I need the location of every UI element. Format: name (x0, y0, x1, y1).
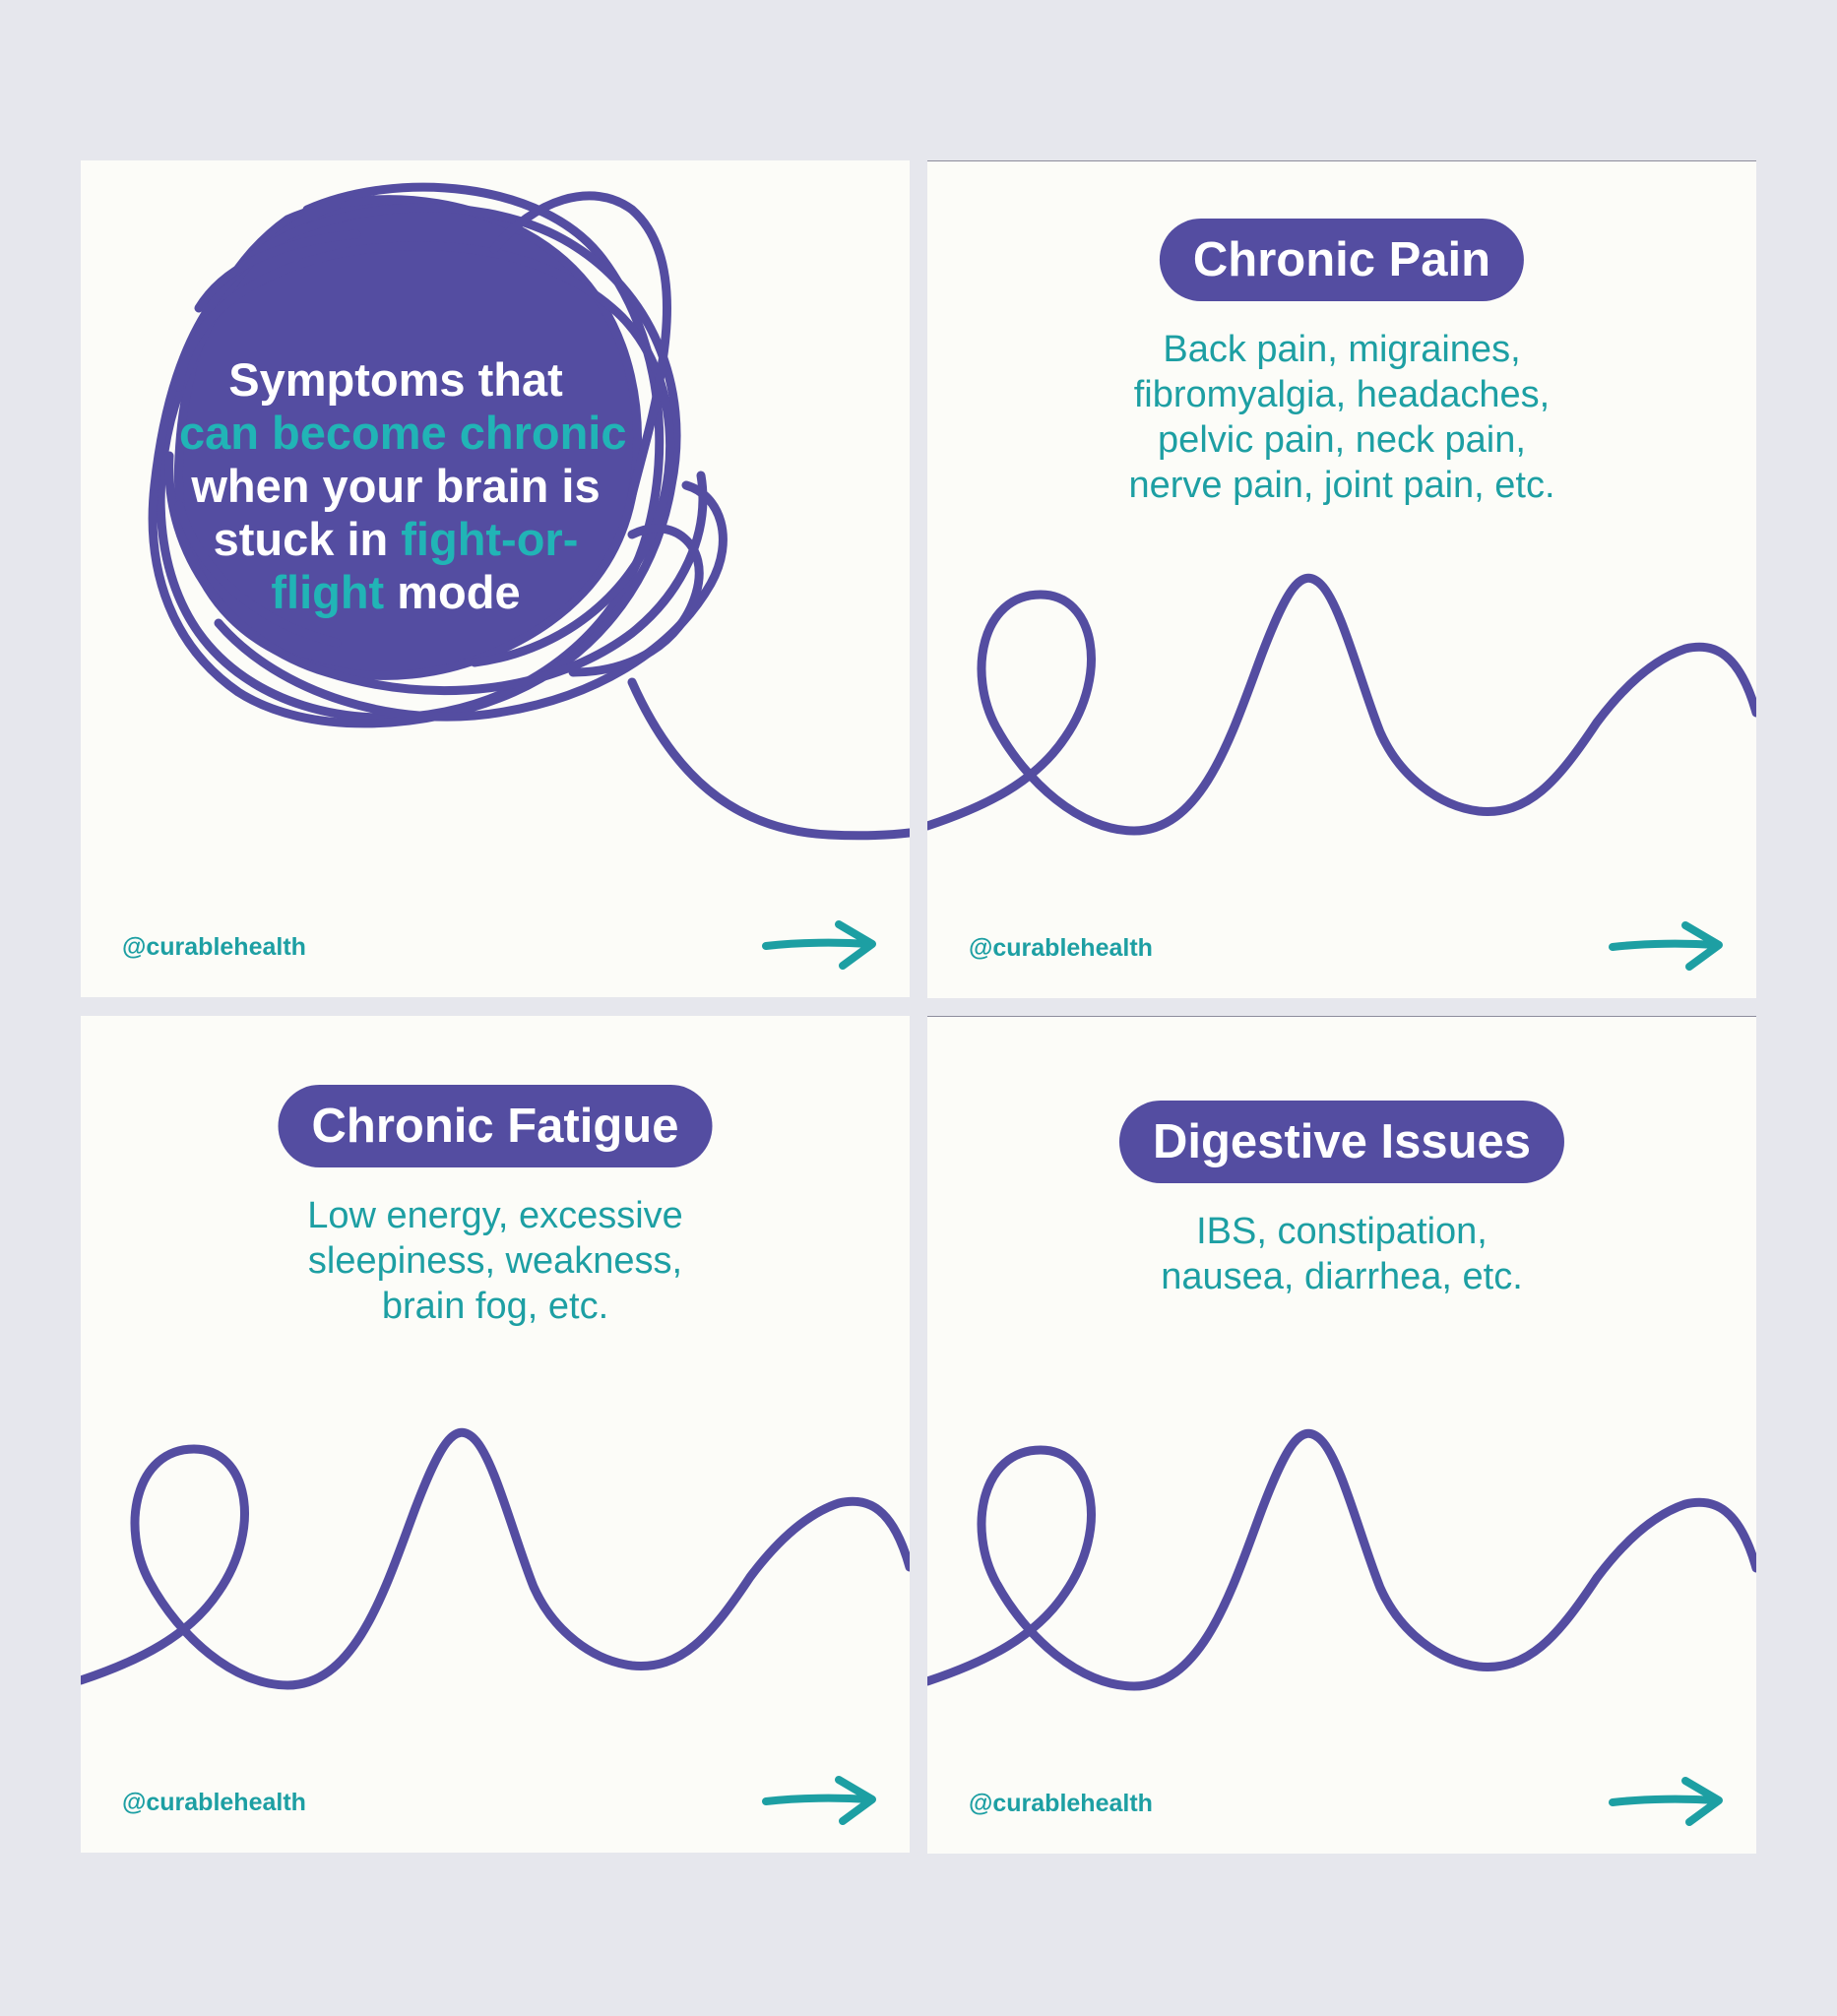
squiggle-line-icon (927, 573, 1756, 836)
intro-line-5-highlight: flight (271, 566, 385, 618)
card-description: IBS, constipation, nausea, diarrhea, etc… (927, 1209, 1756, 1299)
chronic-fatigue-card: Chronic Fatigue Low energy, excessive sl… (81, 1016, 910, 1853)
arrow-right-icon[interactable] (1607, 1773, 1727, 1828)
intro-line-4: stuck in fight-or- (179, 513, 612, 566)
chronic-pain-card: Chronic Pain Back pain, migraines, fibro… (927, 160, 1756, 998)
social-handle: @curablehealth (969, 1790, 1153, 1817)
description-line: nausea, diarrhea, etc. (1161, 1256, 1523, 1297)
intro-line-3: when your brain is (191, 460, 601, 512)
scribble-blob-icon (148, 182, 910, 841)
description-line: sleepiness, weakness, (307, 1240, 683, 1282)
social-handle: @curablehealth (122, 933, 306, 961)
card-description: Back pain, migraines, fibromyalgia, head… (927, 327, 1756, 508)
card-description: Low energy, excessive sleepiness, weakne… (81, 1193, 910, 1329)
description-line: nerve pain, joint pain, etc. (1128, 465, 1555, 506)
social-handle: @curablehealth (969, 934, 1153, 962)
digestive-issues-card: Digestive Issues IBS, constipation, naus… (927, 1016, 1756, 1854)
description-line: Back pain, migraines, (1163, 329, 1521, 370)
intro-line-5-suffix: mode (384, 566, 521, 618)
card-title: Chronic Pain (1159, 219, 1525, 301)
description-line: pelvic pain, neck pain, (1158, 419, 1526, 461)
squiggle-line-icon (927, 1428, 1756, 1691)
intro-headline: Symptoms that can become chronic when yo… (179, 353, 627, 619)
arrow-right-icon[interactable] (1607, 917, 1727, 973)
social-handle: @curablehealth (122, 1789, 306, 1816)
description-line: brain fog, etc. (381, 1286, 609, 1327)
intro-card: Symptoms that can become chronic when yo… (81, 160, 910, 997)
intro-line-4-prefix: stuck in (213, 513, 402, 565)
description-line: fibromyalgia, headaches, (1133, 374, 1551, 415)
description-line: IBS, constipation, (1196, 1211, 1488, 1252)
card-title: Digestive Issues (1118, 1101, 1565, 1183)
squiggle-line-icon (81, 1427, 910, 1690)
intro-line-4-highlight: fight-or- (401, 513, 579, 565)
arrow-right-icon[interactable] (760, 1772, 880, 1827)
intro-line-5: flight mode (179, 566, 612, 619)
intro-line-2: can become chronic (179, 407, 627, 459)
card-title: Chronic Fatigue (278, 1085, 713, 1167)
intro-line-1: Symptoms that (228, 353, 563, 406)
description-line: Low energy, excessive (307, 1195, 683, 1236)
arrow-right-icon[interactable] (760, 916, 880, 972)
